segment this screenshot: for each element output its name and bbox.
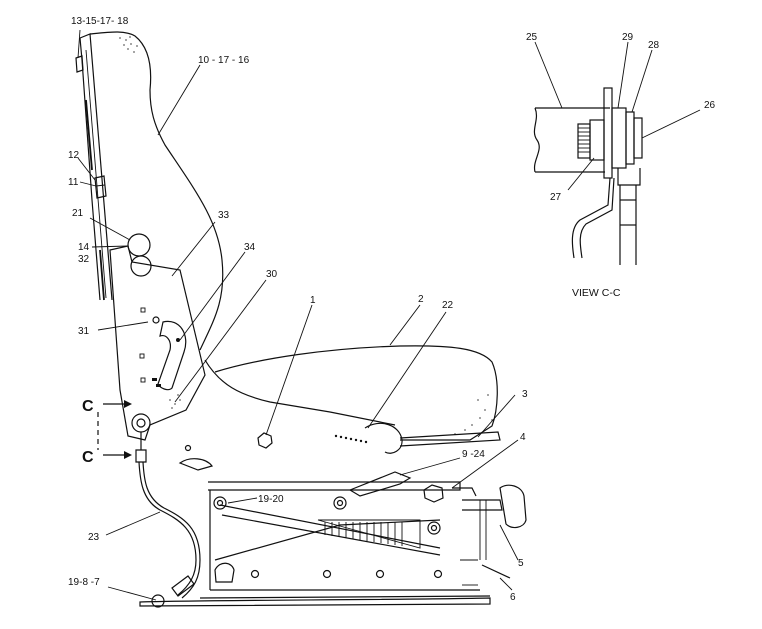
section-marker-c-bottom: C — [82, 449, 94, 466]
callout-10-17-16: 10 - 17 - 16 — [198, 55, 250, 66]
callout-14: 14 — [78, 242, 90, 253]
view-c-c-label: VIEW C-C — [572, 287, 621, 299]
callout-26: 26 — [704, 100, 716, 111]
cable-assembly — [135, 432, 201, 608]
callout-27: 27 — [550, 192, 562, 203]
callout-22: 22 — [442, 300, 454, 311]
callout-labels: 13-15-17- 18 10 - 17 - 16 12 11 21 14 32… — [68, 16, 716, 603]
leader-lines — [77, 29, 701, 601]
callout-32: 32 — [78, 254, 90, 265]
section-c-markers — [97, 400, 132, 459]
seat-cushion — [204, 345, 501, 454]
callout-1: 1 — [310, 295, 316, 306]
callout-23: 23 — [88, 532, 100, 543]
view-c-c-detail — [533, 87, 643, 265]
callout-25: 25 — [526, 32, 538, 43]
callout-12: 12 — [68, 150, 80, 161]
callout-28: 28 — [648, 40, 660, 51]
seat-base — [139, 444, 527, 607]
callout-33: 33 — [218, 210, 230, 221]
callout-4: 4 — [520, 432, 526, 443]
callout-31: 31 — [78, 326, 90, 337]
callout-21: 21 — [72, 208, 84, 219]
callout-29: 29 — [622, 32, 634, 43]
callout-19-20: 19-20 — [258, 494, 284, 505]
callout-6: 6 — [510, 592, 516, 603]
callout-34: 34 — [244, 242, 256, 253]
callout-2: 2 — [418, 294, 424, 305]
callout-9-24: 9 -24 — [462, 449, 485, 460]
callout-3: 3 — [522, 389, 528, 400]
callout-13-15-17-18: 13-15-17- 18 — [71, 16, 129, 27]
callout-5: 5 — [518, 558, 524, 569]
callout-30: 30 — [266, 269, 278, 280]
section-marker-c-top: C — [82, 398, 94, 415]
callout-19-8-7: 19-8 -7 — [68, 577, 100, 588]
backrest — [75, 31, 224, 441]
callout-11: 11 — [68, 177, 79, 188]
